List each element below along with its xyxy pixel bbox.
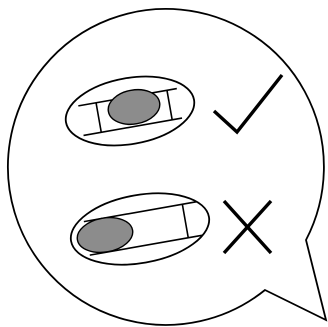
speech-bubble [8, 9, 326, 325]
